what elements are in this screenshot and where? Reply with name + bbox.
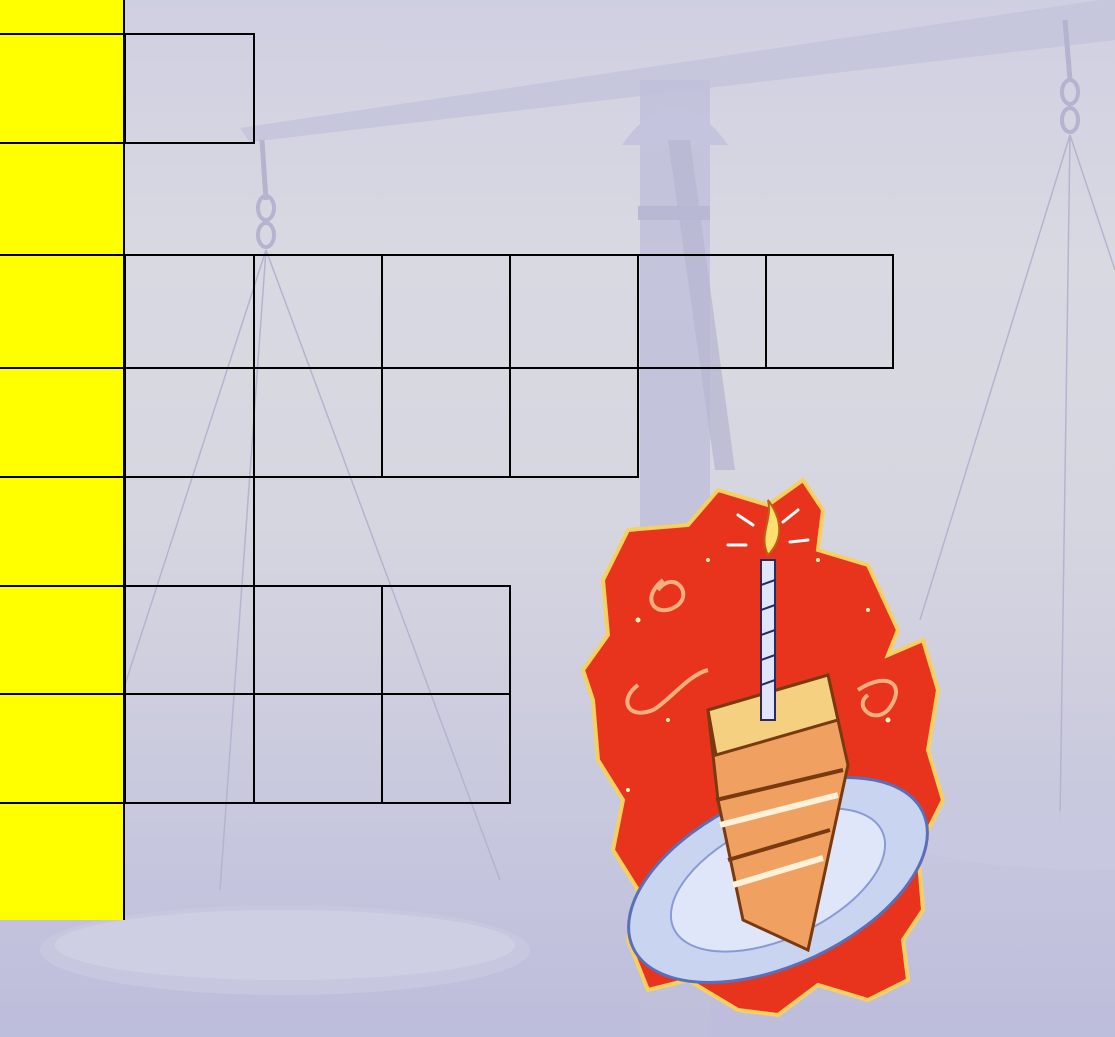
keyword-divider: [0, 367, 126, 369]
crossword-cell[interactable]: [253, 254, 383, 369]
crossword-cell[interactable]: [124, 476, 255, 587]
crossword-cell[interactable]: [124, 693, 255, 804]
birthday-cake-icon: [568, 470, 948, 1025]
crossword-cell[interactable]: [509, 254, 639, 369]
keyword-divider: [0, 254, 126, 256]
crossword-cell[interactable]: [253, 585, 383, 695]
crossword-cell[interactable]: [381, 254, 511, 369]
crossword-cell[interactable]: [124, 33, 255, 144]
crossword-cell[interactable]: [124, 585, 255, 695]
crossword-cell[interactable]: [381, 585, 511, 695]
crossword-cell[interactable]: [509, 367, 639, 478]
keyword-divider: [0, 142, 126, 144]
crossword-cell[interactable]: [381, 693, 511, 804]
crossword-cell[interactable]: [124, 367, 255, 478]
keyword-divider: [0, 476, 126, 478]
keyword-divider: [0, 802, 126, 804]
keyword-column: [0, 0, 125, 920]
keyword-divider: [0, 693, 126, 695]
crossword-cell[interactable]: [124, 254, 255, 369]
crossword-cell[interactable]: [637, 254, 767, 369]
crossword-cell[interactable]: [253, 693, 383, 804]
keyword-divider: [0, 585, 126, 587]
keyword-divider: [0, 33, 126, 35]
crossword-cell[interactable]: [253, 367, 383, 478]
crossword-cell[interactable]: [381, 367, 511, 478]
crossword-cell[interactable]: [765, 254, 894, 369]
